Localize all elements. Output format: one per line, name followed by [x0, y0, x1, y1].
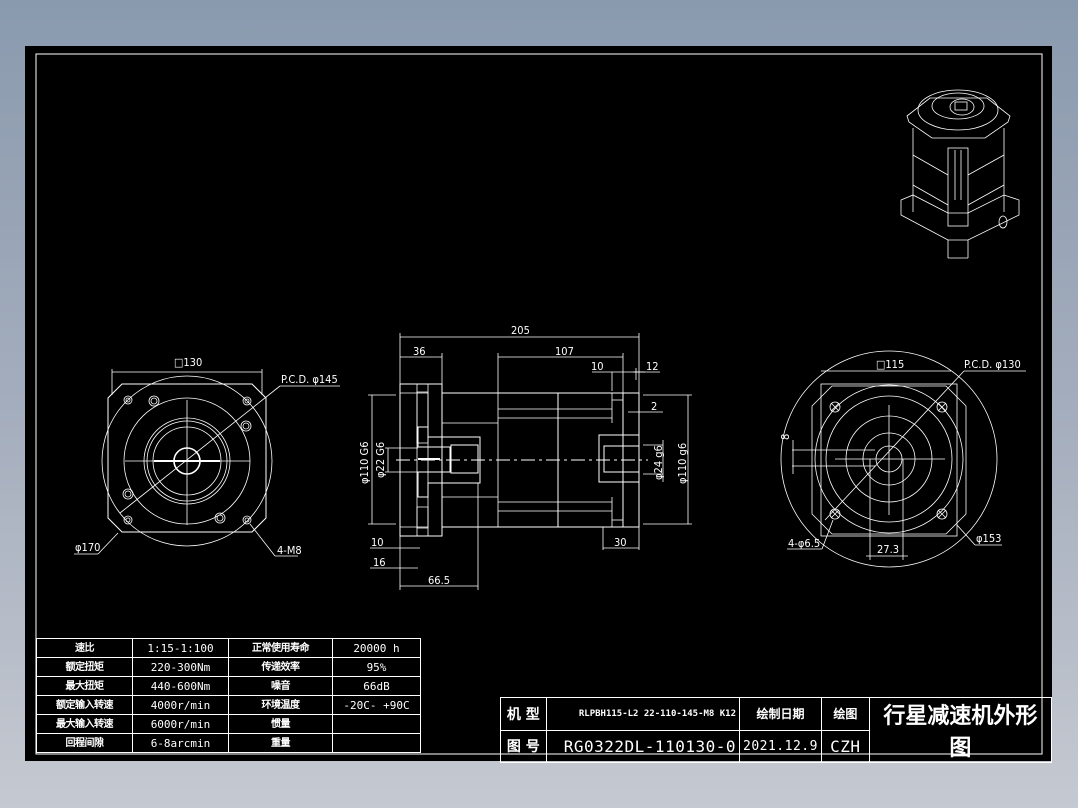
section-view: 205 36 107 10 12 2 [358, 324, 692, 590]
spec-label: 正常使用寿命 [228, 638, 333, 658]
dim-phi22-G6: φ22 G6 [374, 442, 387, 478]
dim-phi24-g6: φ24 g6 [652, 445, 665, 480]
spec-label: 最大输入转速 [36, 714, 133, 734]
dim-phi110-G6: φ110 G6 [358, 441, 371, 484]
model-value: RLPBH115-L2 22-110-145-M8 K12 [545, 697, 741, 731]
rear-holes-label: 4-φ6.5 [788, 537, 820, 550]
draw-label: 绘图 [820, 697, 870, 731]
spec-label: 传递效率 [228, 657, 333, 677]
isometric-view [900, 89, 1020, 259]
front-holes-label: 4-M8 [277, 544, 302, 557]
dim-10-bottom: 10 [371, 536, 384, 549]
dim-10-top: 10 [591, 360, 604, 373]
dim-2: 2 [651, 400, 657, 413]
date-value: 2021.12.9 [739, 729, 822, 763]
spec-value: 6-8arcmin [132, 733, 229, 753]
front-view: □130 P.C.D. φ145 φ170 4-M8 [74, 356, 340, 557]
spec-label: 最大扭矩 [36, 676, 133, 696]
spec-row: 最大输入转速 6000r/min 惯量 [36, 714, 421, 734]
front-pcd-label: P.C.D. φ145 [281, 373, 338, 386]
spec-value: 20000 h [332, 638, 421, 658]
spec-label: 重量 [228, 733, 333, 753]
author-value: CZH [820, 729, 870, 763]
rear-outer-dia: φ153 [976, 532, 1001, 545]
spec-value: 66dB [332, 676, 421, 696]
spec-row: 速比 1:15-1:100 正常使用寿命 20000 h [36, 638, 421, 658]
spec-row: 回程间隙 6-8arcmin 重量 [36, 733, 421, 753]
dim-12: 12 [646, 360, 659, 373]
dim-36: 36 [413, 345, 426, 358]
drawing-no-label: 图 号 [500, 729, 547, 763]
spec-row: 额定输入转速 4000r/min 环境温度 -20C- +90C [36, 695, 421, 715]
model-label: 机 型 [500, 697, 547, 731]
spec-value [332, 714, 421, 734]
drawing-sheet: □130 P.C.D. φ145 φ170 4-M8 [25, 46, 1053, 763]
dim-107: 107 [555, 345, 574, 358]
rear-view: □115 8 27.3 P.C.D. φ130 4-φ6.5 φ153 [779, 350, 1026, 568]
drawing-title: 行星减速机外形图 [868, 697, 1053, 763]
spec-label: 额定输入转速 [36, 695, 133, 715]
dim-30: 30 [614, 536, 627, 549]
spec-value: 440-600Nm [132, 676, 229, 696]
dim-66-5: 66.5 [428, 574, 450, 587]
date-label: 绘制日期 [739, 697, 822, 731]
dim-16: 16 [373, 556, 386, 569]
dim-phi110-g6: φ110 g6 [676, 443, 689, 484]
spec-label: 惯量 [228, 714, 333, 734]
spec-value: 95% [332, 657, 421, 677]
spec-label: 速比 [36, 638, 133, 658]
spec-label: 噪音 [228, 676, 333, 696]
spec-value: 1:15-1:100 [132, 638, 229, 658]
spec-value: 4000r/min [132, 695, 229, 715]
rear-pcd-label: P.C.D. φ130 [964, 358, 1021, 371]
spec-label: 环境温度 [228, 695, 333, 715]
front-outer-dia: φ170 [75, 541, 100, 554]
rear-key-height: 27.3 [877, 543, 899, 556]
drawing-no-value: RG0322DL-110130-0 [545, 729, 741, 763]
spec-value [332, 733, 421, 753]
spec-value: 220-300Nm [132, 657, 229, 677]
spec-row: 最大扭矩 440-600Nm 噪音 66dB [36, 676, 421, 696]
front-square-dim: □130 [174, 356, 202, 369]
spec-table: 速比 1:15-1:100 正常使用寿命 20000 h 额定扭矩 220-30… [36, 638, 421, 753]
rear-key-width: 8 [779, 434, 792, 440]
dim-205: 205 [511, 324, 530, 337]
title-block: 机 型 RLPBH115-L2 22-110-145-M8 K12 绘制日期 绘… [500, 697, 1053, 763]
spec-value: -20C- +90C [332, 695, 421, 715]
spec-value: 6000r/min [132, 714, 229, 734]
cad-drawing: □130 P.C.D. φ145 φ170 4-M8 [35, 53, 1043, 755]
spec-label: 额定扭矩 [36, 657, 133, 677]
spec-row: 额定扭矩 220-300Nm 传递效率 95% [36, 657, 421, 677]
spec-label: 回程间隙 [36, 733, 133, 753]
rear-square-dim: □115 [876, 358, 904, 371]
